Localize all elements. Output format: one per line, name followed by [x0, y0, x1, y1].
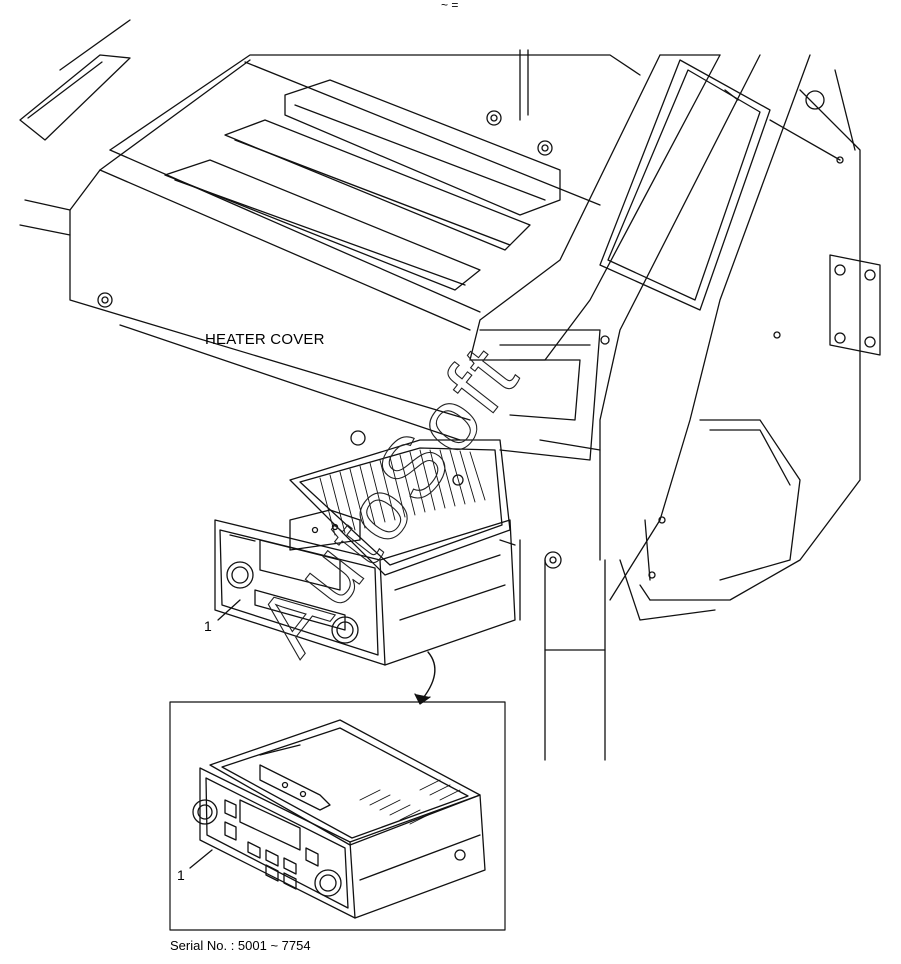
heater-cover-label: HEATER COVER: [205, 331, 325, 348]
leader-line-main: [217, 599, 241, 621]
part-number-main: 1: [204, 618, 212, 634]
radio-unit-inset: [192, 719, 486, 919]
top-mark: ~ =: [441, 0, 459, 12]
part-number-inset: 1: [177, 867, 185, 883]
heater-cover-panel: [19, 19, 641, 441]
inset-detail-box: [169, 701, 506, 931]
leader-line-inset: [189, 849, 213, 869]
dash-frame: [469, 54, 881, 761]
indicator-arrow: [419, 651, 436, 703]
radio-unit-main: [214, 430, 516, 666]
serial-number-label: Serial No. : 5001 ~ 7754: [170, 938, 311, 953]
